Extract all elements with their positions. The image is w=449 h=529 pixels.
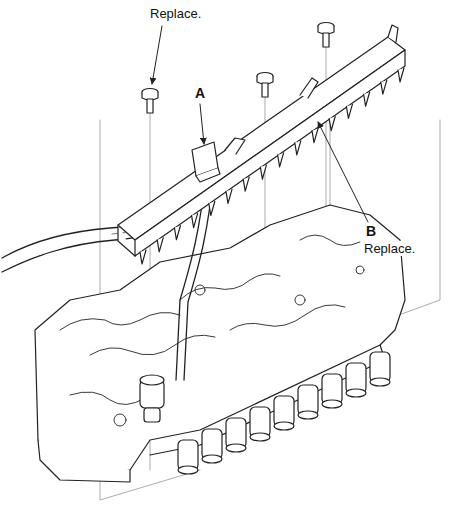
terminal-pin xyxy=(243,177,249,191)
note-text: Replace. xyxy=(148,6,203,21)
terminal-pin xyxy=(346,104,352,118)
valve-body xyxy=(35,205,405,482)
terminal-pin xyxy=(364,92,370,106)
solenoid-plug-end xyxy=(178,466,198,474)
sensor-connector xyxy=(140,375,164,422)
callout-letter: B xyxy=(364,224,378,239)
solenoid-plug-end xyxy=(226,444,246,452)
solenoid-plug-end xyxy=(250,433,270,441)
bracket-terminals xyxy=(140,68,404,264)
solenoid-plug-end xyxy=(274,422,294,430)
harness-bracket xyxy=(118,25,405,256)
valve-body-channels xyxy=(60,235,364,426)
solenoid-plug-end xyxy=(322,400,342,408)
terminal-pin xyxy=(140,250,146,264)
terminal-pin xyxy=(329,117,335,131)
terminal-pin xyxy=(295,141,301,155)
leader-lines xyxy=(152,26,368,222)
terminal-pin xyxy=(157,238,163,252)
terminal-pin xyxy=(192,214,198,228)
terminal-pin xyxy=(312,129,318,143)
terminal-pin xyxy=(381,80,387,94)
solenoid-plug-end xyxy=(298,411,318,419)
terminal-pin xyxy=(398,68,404,82)
bolts xyxy=(142,23,334,114)
solenoid-plug-end xyxy=(346,389,366,397)
solenoid-plug-end xyxy=(202,455,222,463)
note-text: Replace. xyxy=(362,241,417,256)
terminal-pin xyxy=(226,189,232,203)
terminal-pin xyxy=(278,153,284,167)
solenoid-connectors xyxy=(178,352,390,474)
terminal-pin xyxy=(174,226,180,240)
callout-letter: A xyxy=(193,86,207,101)
terminal-pin xyxy=(209,201,215,215)
solenoid-plug-end xyxy=(370,378,390,386)
terminal-pin xyxy=(260,165,266,179)
harness-clamp xyxy=(192,142,220,182)
